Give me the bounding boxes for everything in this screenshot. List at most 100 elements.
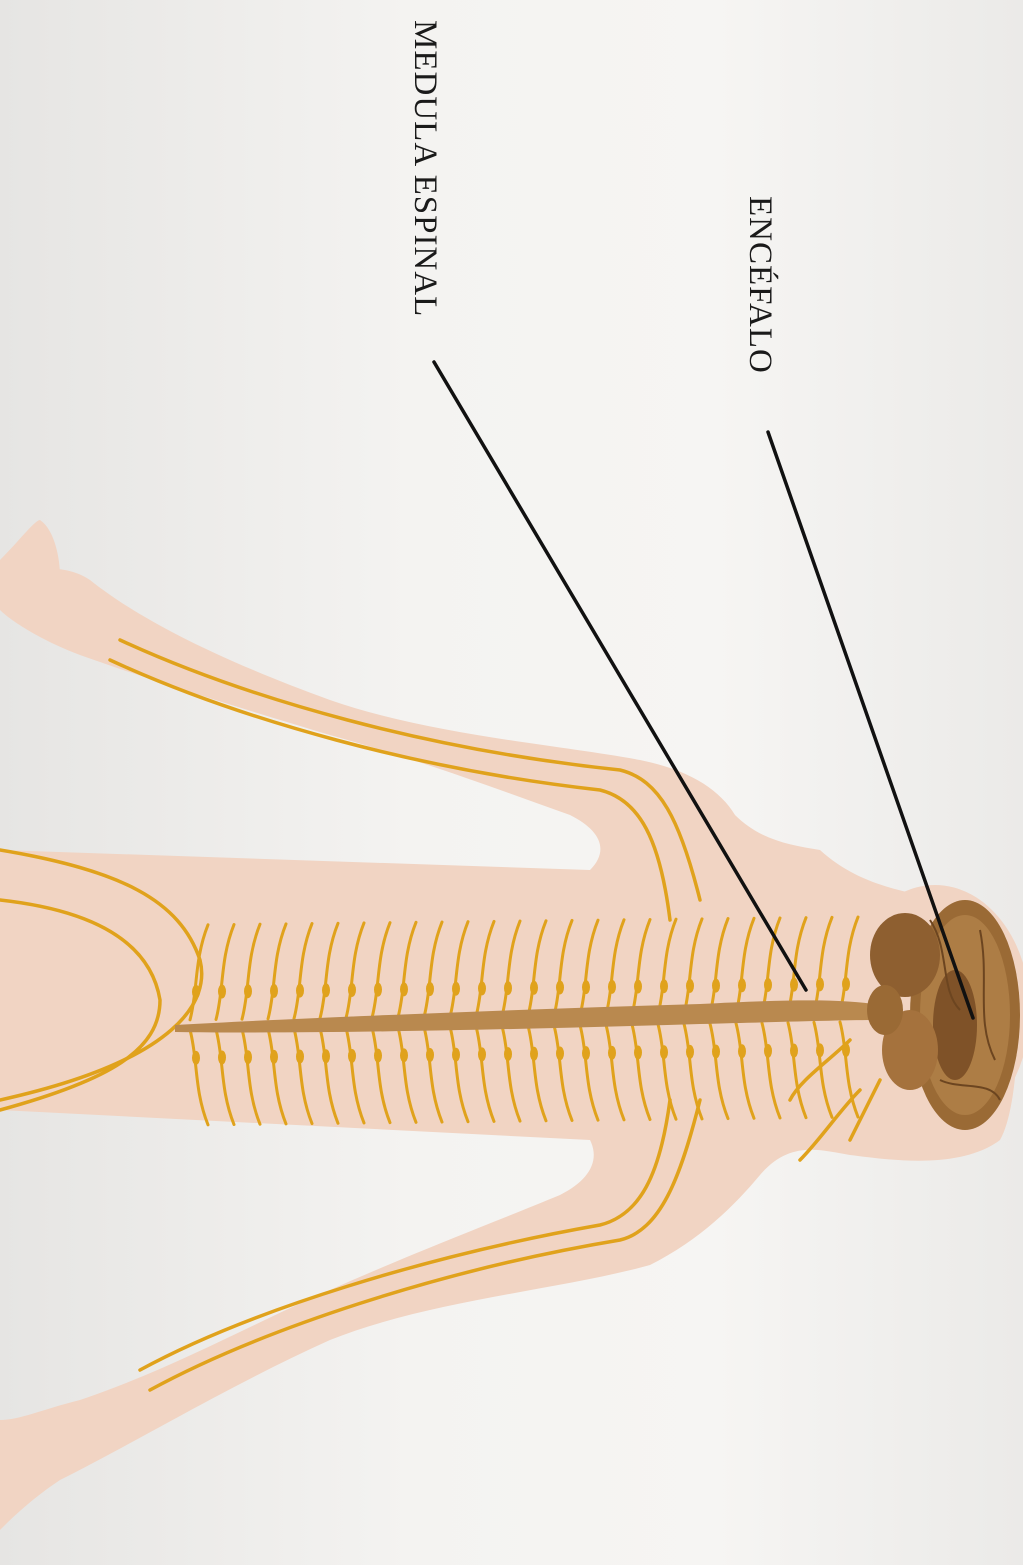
spinal-nerve-branch — [500, 919, 522, 1018]
spinal-nerve-branch — [344, 1026, 366, 1125]
spinal-nerve-branch — [474, 919, 496, 1018]
spinal-ganglion — [374, 1048, 382, 1063]
spinal-ganglion — [686, 978, 694, 993]
leader-lines — [432, 360, 975, 1020]
spinal-ganglion — [270, 983, 278, 998]
spinal-ganglion — [218, 984, 226, 999]
spinal-nerve-branch — [812, 1020, 834, 1119]
spinal-nerve-branch — [292, 922, 314, 1021]
spinal-ganglion — [634, 979, 642, 994]
spinal-nerve-branch — [396, 1025, 418, 1124]
spinal-nerve-branch — [240, 922, 262, 1021]
spinal-ganglion — [504, 1047, 512, 1062]
torso-arms — [0, 560, 1018, 1530]
spinal-ganglion — [218, 1050, 226, 1065]
spinal-ganglion — [478, 981, 486, 996]
brain — [867, 900, 1020, 1130]
spinal-nerve-branch — [344, 921, 366, 1020]
spinal-nerve-branch — [448, 1025, 470, 1124]
spinal-nerve-branch — [266, 922, 288, 1021]
spinal-ganglion — [296, 1049, 304, 1064]
spinal-ganglion — [816, 1043, 824, 1058]
spinal-nerve-branch — [292, 1027, 314, 1126]
spinal-ganglion — [842, 977, 850, 992]
spinal-nerve-branch — [214, 1028, 236, 1127]
spinal-nerve-branch — [396, 920, 418, 1019]
spinal-nerve-branch — [656, 917, 678, 1016]
spinal-ganglion — [686, 1044, 694, 1059]
peripheral-nerves — [0, 638, 882, 1392]
spinal-nerve-branch — [526, 1024, 548, 1123]
spinal-ganglion — [400, 1048, 408, 1063]
spinal-ganglion — [660, 979, 668, 994]
spinal-nerve-branch — [734, 1021, 756, 1120]
spinal-ganglion — [192, 1050, 200, 1065]
spinal-ganglion — [842, 1043, 850, 1058]
spinal-nerve-branch — [682, 1022, 704, 1121]
spinal-nerve-branch — [474, 1024, 496, 1123]
spinal-nerve-branch — [318, 921, 340, 1020]
spinal-ganglion — [790, 1043, 798, 1058]
leader-line-encefalo — [766, 430, 975, 1020]
spinal-ganglion — [452, 1047, 460, 1062]
spinal-nerve-branch — [786, 1021, 808, 1120]
hand-upper — [0, 520, 60, 590]
spinal-ganglion — [504, 981, 512, 996]
spinal-nerve-branch — [448, 920, 470, 1019]
spinal-ganglion — [608, 1045, 616, 1060]
spinal-nerve-branch — [604, 1023, 626, 1122]
label-encefalo: ENCÉFALO — [742, 196, 778, 374]
spinal-ganglion — [296, 983, 304, 998]
spinal-nerve-branch — [578, 918, 600, 1017]
spinal-nerve-branch — [760, 1021, 782, 1120]
spinal-nerve-branch — [266, 1027, 288, 1126]
spinal-ganglion — [452, 981, 460, 996]
spinal-ganglion — [322, 1049, 330, 1064]
spinal-nerve-branch — [500, 1024, 522, 1123]
label-medula-espinal: MEDULA ESPINAL — [407, 20, 443, 318]
spinal-ganglion — [582, 1046, 590, 1061]
spinal-ganglion — [192, 984, 200, 999]
spinal-ganglion — [530, 980, 538, 995]
spinal-nerve-branch — [656, 1022, 678, 1121]
spinal-ganglion — [530, 1046, 538, 1061]
spinal-nerve-branch — [422, 920, 444, 1019]
cerebellum — [870, 913, 940, 997]
spinal-nerve-branch — [630, 918, 652, 1017]
spinal-ganglion — [764, 1043, 772, 1058]
spinal-ganglion — [348, 1048, 356, 1063]
spinal-ganglion — [790, 977, 798, 992]
spinal-nerve-branch — [370, 1026, 392, 1125]
spinal-ganglion — [738, 1044, 746, 1059]
spinal-ganglion — [270, 1049, 278, 1064]
spinal-ganglion — [426, 1048, 434, 1063]
spinal-ganglion — [764, 977, 772, 992]
spinal-ganglion — [816, 977, 824, 992]
spinal-nerve-branch — [318, 1026, 340, 1125]
spinal-ganglion — [244, 984, 252, 999]
spinal-ganglion — [660, 1045, 668, 1060]
spinal-nerve-branch — [552, 918, 574, 1017]
spinal-nerve-branch — [370, 921, 392, 1020]
spinal-nerve-branch — [630, 1023, 652, 1122]
spinal-nerve-branch — [422, 1025, 444, 1124]
spinal-nerve-branch — [526, 919, 548, 1018]
spinal-ganglion — [400, 982, 408, 997]
spinal-nerve-branch — [708, 1022, 730, 1121]
spinal-ganglion — [712, 1044, 720, 1059]
spinal-ganglion — [244, 1050, 252, 1065]
spinal-ganglion — [556, 980, 564, 995]
spinal-ganglion — [322, 983, 330, 998]
spinal-ganglion — [556, 1046, 564, 1061]
spinal-ganglion — [712, 978, 720, 993]
spinal-nerve-branch — [838, 1020, 860, 1119]
spinal-nerve-branch — [604, 918, 626, 1017]
spinal-ganglion — [374, 982, 382, 997]
spinal-nerve-branch — [214, 923, 236, 1022]
spinal-ganglion — [738, 978, 746, 993]
spinal-nerve-branch — [552, 1023, 574, 1122]
spinal-cord — [175, 1000, 880, 1033]
spinal-ganglion — [608, 979, 616, 994]
